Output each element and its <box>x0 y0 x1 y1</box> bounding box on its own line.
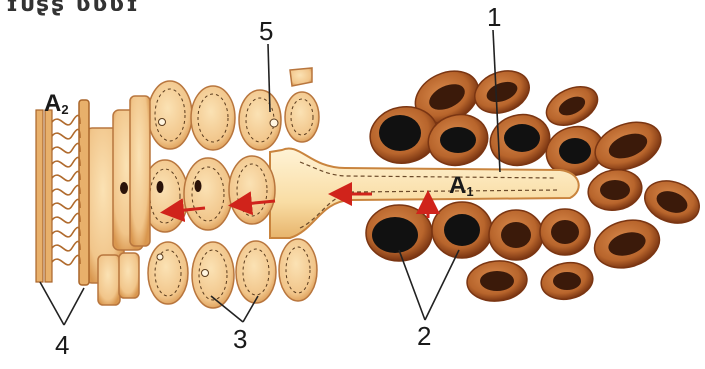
dark-cell <box>366 205 432 261</box>
label-a1: A1 <box>449 174 474 198</box>
dark-cell <box>469 64 535 121</box>
label-a2: A2 <box>44 92 69 116</box>
dark-cell <box>540 79 603 133</box>
dark-cell <box>540 209 590 255</box>
label-1: 1 <box>487 4 501 30</box>
dark-cell <box>485 108 556 172</box>
wavy-fiber <box>52 255 80 264</box>
flat-cell <box>45 110 52 282</box>
dark-cell <box>585 166 645 215</box>
dark-cell <box>639 174 705 231</box>
light-cell <box>236 241 276 303</box>
wavy-fiber <box>52 143 80 152</box>
flat-cell <box>119 253 139 298</box>
light-cell <box>290 68 312 86</box>
label-3: 3 <box>233 326 247 352</box>
light-cell <box>148 242 188 304</box>
label-4: 4 <box>55 332 69 358</box>
dark-cell <box>589 114 668 179</box>
light-cell <box>184 158 232 230</box>
light-cell <box>285 92 319 142</box>
light-cell <box>148 81 192 149</box>
wavy-fiber <box>52 241 80 250</box>
label-a1-letter: A <box>449 172 466 199</box>
light-cell <box>279 239 317 301</box>
flattened-cell-layer <box>36 96 150 305</box>
dark-cell <box>538 259 595 303</box>
wavy-fiber <box>52 129 80 138</box>
wavy-fiber <box>52 199 80 208</box>
wavy-fibers <box>52 115 80 264</box>
label-2: 2 <box>417 323 431 349</box>
label-a1-subscript: 1 <box>466 184 473 199</box>
flat-cell <box>98 255 120 305</box>
label-5: 5 <box>259 18 273 44</box>
nucleus-dot <box>270 119 278 127</box>
cropped-header-text: ɪᴜʂʂ ʋʋʋɪ <box>6 0 140 17</box>
nucleus-dot <box>120 182 128 194</box>
dark-cell <box>432 202 492 258</box>
wavy-fiber <box>52 171 80 180</box>
nucleus-dot <box>202 270 209 277</box>
nucleus-dot <box>195 180 202 192</box>
nucleus-dot <box>157 254 163 260</box>
wavy-fiber <box>52 157 80 166</box>
dark-cell <box>465 258 528 303</box>
light-cell <box>191 86 235 150</box>
wavy-fiber <box>52 213 80 222</box>
light-cell <box>229 156 275 224</box>
dark-cell <box>589 213 665 275</box>
label-a2-letter: A <box>44 90 61 117</box>
flat-cell <box>130 96 150 246</box>
nucleus-dot <box>157 181 164 193</box>
wavy-fiber <box>52 185 80 194</box>
dark-cell <box>489 210 543 260</box>
wavy-fiber <box>52 227 80 236</box>
flat-cell <box>36 110 43 282</box>
pointer-4 <box>40 282 84 325</box>
nucleus-dot <box>159 119 166 126</box>
label-a2-subscript: 2 <box>61 102 68 117</box>
